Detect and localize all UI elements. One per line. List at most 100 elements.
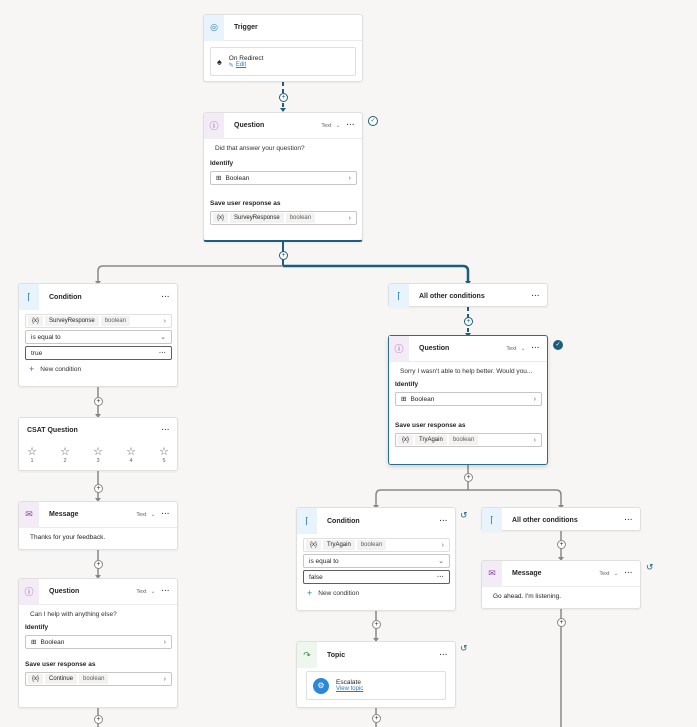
- star-rating[interactable]: ☆1 ☆2 ☆3 ☆4 ☆5: [19, 446, 177, 464]
- type-tag: Text: [599, 570, 610, 577]
- save-variable-field[interactable]: {x} TryAgain boolean ›: [395, 433, 542, 447]
- operator-value: is equal to: [31, 333, 61, 341]
- star-option[interactable]: ☆2: [58, 446, 72, 464]
- add-node-button[interactable]: +: [279, 251, 288, 260]
- new-condition-button[interactable]: + New condition: [303, 584, 450, 598]
- ellipsis-icon[interactable]: ···: [159, 349, 166, 357]
- star-option[interactable]: ☆4: [124, 446, 138, 464]
- add-node-button[interactable]: +: [464, 473, 473, 482]
- message-text: Go ahead. I'm listening.: [493, 593, 562, 600]
- identify-value: Boolean: [225, 174, 250, 182]
- edit-link[interactable]: Edit: [235, 62, 247, 68]
- variable-name: Continue: [45, 674, 78, 684]
- add-node-button[interactable]: +: [464, 317, 473, 326]
- add-node-button[interactable]: +: [94, 484, 103, 493]
- ellipsis-icon[interactable]: ···: [437, 573, 444, 581]
- variable-icon: {x}: [306, 540, 322, 550]
- operator-select[interactable]: is equal to ⌄: [303, 554, 450, 568]
- condition-variable-field[interactable]: {x} TryAgain boolean ›: [303, 538, 450, 552]
- person-lock-icon: ♠: [217, 56, 222, 67]
- star-icon: ☆: [27, 446, 37, 458]
- grid-icon: ⊞: [401, 396, 407, 403]
- new-condition-button[interactable]: + New condition: [25, 360, 172, 374]
- star-option[interactable]: ☆1: [25, 446, 39, 464]
- question-node-continue[interactable]: ⓘ Question Text ⌄ ··· Can I help with an…: [18, 578, 178, 708]
- identify-select[interactable]: ⊞ Boolean ›: [25, 635, 172, 649]
- trigger-event-card[interactable]: ♠ On Redirect ✎ Edit: [210, 47, 356, 76]
- branch-icon: ⌈: [482, 508, 502, 532]
- add-node-button[interactable]: +: [94, 715, 103, 724]
- node-header: ✉ Message Text ⌄ ···: [482, 560, 640, 587]
- more-options-button[interactable]: ···: [161, 511, 170, 518]
- condition-node-false[interactable]: ⌈ Condition ··· {x} TryAgain boolean › i…: [296, 507, 456, 611]
- star-icon: ☆: [93, 446, 103, 458]
- more-options-button[interactable]: ···: [161, 293, 170, 301]
- chevron-down-icon[interactable]: ⌄: [613, 571, 619, 577]
- more-options-button[interactable]: ···: [439, 651, 448, 659]
- condition-variable-field[interactable]: {x} SurveyResponse boolean ›: [25, 314, 172, 328]
- add-node-button[interactable]: +: [372, 620, 381, 629]
- add-node-button[interactable]: +: [557, 540, 566, 549]
- other-conditions-node[interactable]: ⌈ All other conditions ···: [481, 507, 641, 532]
- topic-node[interactable]: ↷ Topic ··· ⚙ Escalate View topic: [296, 641, 456, 708]
- variable-icon: {x}: [398, 435, 414, 445]
- variable-icon: {x}: [28, 316, 44, 326]
- more-options-button[interactable]: ···: [346, 122, 355, 129]
- redirect-icon: ↷: [297, 642, 317, 668]
- chevron-down-icon: ⌄: [438, 558, 444, 565]
- chevron-down-icon[interactable]: ⌄: [150, 589, 156, 595]
- add-node-button[interactable]: +: [94, 560, 103, 569]
- other-conditions-node[interactable]: ⌈ All other conditions ···: [388, 283, 548, 308]
- node-header: ⓘ Question Text ⌄ ···: [204, 112, 362, 139]
- condition-node-true[interactable]: ⌈ Condition ··· {x} SurveyResponse boole…: [18, 283, 178, 387]
- condition-value-input[interactable]: true ···: [25, 346, 172, 360]
- variable-icon: {x}: [28, 674, 44, 684]
- question-icon: ⓘ: [19, 578, 39, 605]
- star-label: 2: [63, 458, 67, 464]
- trigger-node[interactable]: ◎ Trigger ♠ On Redirect ✎ Edit: [203, 14, 363, 82]
- topic-card[interactable]: ⚙ Escalate View topic: [306, 671, 446, 700]
- question-icon: ⓘ: [389, 335, 409, 362]
- save-variable-field[interactable]: {x} SurveyResponse boolean ›: [210, 211, 357, 225]
- branch-icon: ⌈: [389, 284, 409, 308]
- csat-question-node[interactable]: CSAT Question ··· ☆1 ☆2 ☆3 ☆4 ☆5: [18, 417, 178, 471]
- node-title: Question: [49, 588, 80, 595]
- more-options-button[interactable]: ···: [161, 426, 170, 434]
- star-option[interactable]: ☆3: [91, 446, 105, 464]
- more-options-button[interactable]: ···: [624, 516, 633, 524]
- identify-select[interactable]: ⊞ Boolean ›: [395, 392, 542, 406]
- message-node-thanks[interactable]: ✉ Message Text ⌄ ··· Thanks for your fee…: [18, 501, 178, 550]
- message-node-listening[interactable]: ✉ Message Text ⌄ ··· Go ahead. I'm liste…: [481, 560, 641, 609]
- node-title: CSAT Question: [27, 426, 78, 434]
- add-node-button[interactable]: +: [279, 93, 288, 102]
- node-header: ⌈ Condition ···: [297, 508, 455, 534]
- new-condition-label: New condition: [318, 589, 360, 597]
- node-title: Question: [419, 345, 450, 352]
- identify-select[interactable]: ⊞ Boolean ›: [210, 171, 357, 185]
- save-variable-field[interactable]: {x} Continue boolean ›: [25, 672, 172, 686]
- more-options-button[interactable]: ···: [161, 588, 170, 595]
- question-node-tryagain[interactable]: ⓘ Question Text ⌄ ··· Sorry I wasn't abl…: [388, 335, 548, 465]
- more-options-button[interactable]: ···: [624, 570, 633, 577]
- message-text: Thanks for your feedback.: [30, 534, 106, 541]
- add-node-button[interactable]: +: [372, 714, 381, 723]
- more-options-button[interactable]: ···: [531, 345, 540, 352]
- more-options-button[interactable]: ···: [531, 292, 540, 300]
- save-response-label: Save user response as: [210, 200, 281, 207]
- star-option[interactable]: ☆5: [157, 446, 171, 464]
- chevron-down-icon[interactable]: ⌄: [520, 346, 526, 352]
- question-prompt: Did that answer your question?: [215, 145, 305, 152]
- question-node-survey[interactable]: ⓘ Question Text ⌄ ··· Did that answer yo…: [203, 112, 363, 242]
- variable-type: boolean: [356, 540, 387, 550]
- add-node-button[interactable]: +: [94, 397, 103, 406]
- view-topic-link[interactable]: View topic: [336, 686, 364, 692]
- variable-icon: {x}: [213, 213, 229, 223]
- chevron-down-icon[interactable]: ⌄: [335, 123, 341, 129]
- chevron-down-icon[interactable]: ⌄: [150, 512, 156, 518]
- plus-icon: +: [307, 588, 313, 598]
- add-node-button[interactable]: +: [557, 618, 566, 627]
- condition-value-input[interactable]: false ···: [303, 570, 450, 584]
- more-options-button[interactable]: ···: [439, 517, 448, 525]
- operator-select[interactable]: is equal to ⌄: [25, 330, 172, 344]
